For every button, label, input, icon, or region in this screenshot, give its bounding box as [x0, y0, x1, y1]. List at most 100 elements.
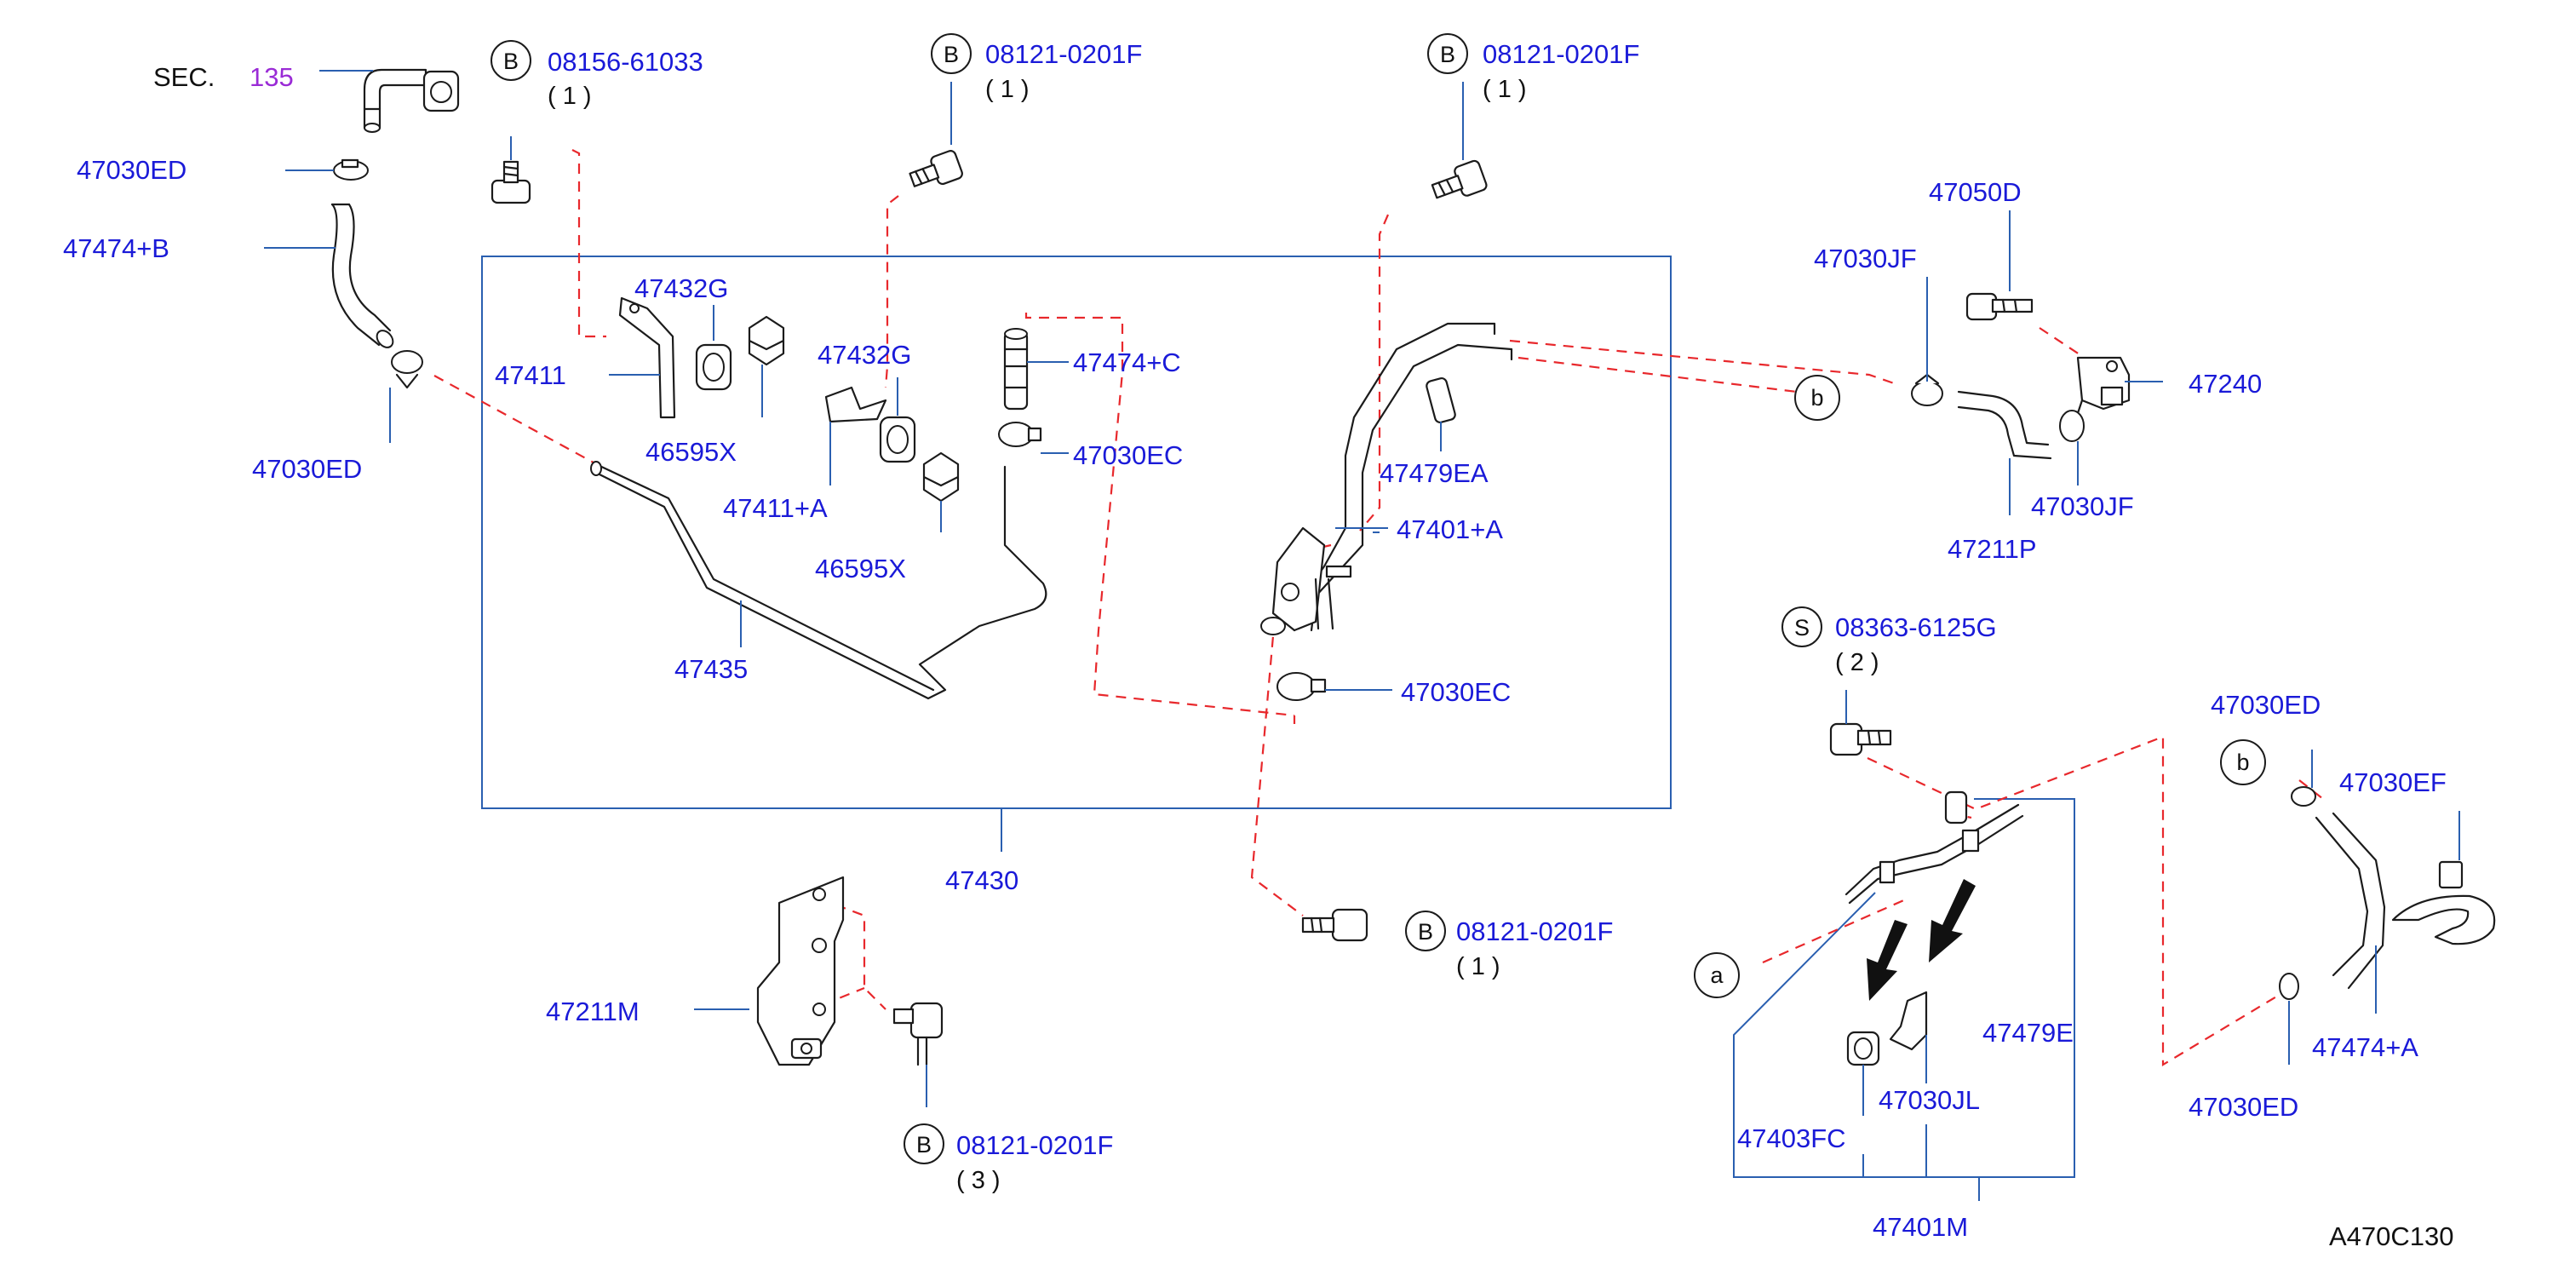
fitting-47474c-drawing — [1003, 328, 1029, 411]
part-label-47240[interactable]: 47240 — [2189, 369, 2262, 399]
bolt-qty-1: ( 1 ) — [548, 83, 592, 110]
tube-assembly-47401a-drawing — [1260, 322, 1513, 635]
bolt-badge-5: B — [904, 1123, 944, 1164]
part-label-47030ed-right-bottom[interactable]: 47030ED — [2189, 1092, 2298, 1122]
svg-text:B: B — [944, 42, 959, 67]
grommet-drawing — [695, 343, 732, 391]
part-label-47401a[interactable]: 47401+A — [1397, 514, 1503, 544]
part-label-47432g-1[interactable]: 47432G — [634, 273, 728, 303]
direction-arrows — [1867, 879, 1976, 1001]
part-label-47474c[interactable]: 47474+C — [1073, 348, 1181, 377]
clip-drawing — [748, 315, 785, 366]
bolt-drawing — [909, 150, 963, 187]
svg-text:B: B — [916, 1132, 932, 1158]
figure-id: A470C130 — [2329, 1221, 2454, 1251]
bolt-badge-2: B — [931, 33, 972, 74]
hose-47474b-drawing — [330, 203, 392, 347]
part-label-47474b[interactable]: 47474+B — [63, 233, 169, 263]
bolt-qty-4: ( 1 ) — [1456, 953, 1500, 980]
bolt-part-number-6[interactable]: 08363-6125G — [1835, 612, 1997, 642]
grommet-drawing — [879, 416, 916, 463]
bracket-47411a-drawing — [824, 386, 887, 423]
part-label-46595x-2[interactable]: 46595X — [815, 554, 906, 583]
bolt-drawing — [1431, 159, 1488, 199]
hose-clamp-drawing — [2059, 410, 2085, 442]
part-label-47403fc[interactable]: 47403FC — [1737, 1123, 1846, 1153]
part-label-47030jf-2[interactable]: 47030JF — [2031, 491, 2134, 521]
svg-text:b: b — [2236, 750, 2249, 775]
part-label-47411[interactable]: 47411 — [495, 360, 566, 390]
part-label-47030ef[interactable]: 47030EF — [2339, 767, 2447, 797]
part-label-47030jf-1[interactable]: 47030JF — [1814, 244, 1917, 273]
hose-clamp-drawing — [998, 422, 1042, 447]
section-ref-prefix: SEC. — [153, 62, 215, 92]
svg-text:b: b — [1810, 385, 1823, 411]
bolt-drawing — [491, 160, 531, 204]
bolt-qty-2: ( 1 ) — [985, 76, 1030, 103]
bolt-part-number-4[interactable]: 08121-0201F — [1456, 916, 1613, 946]
bolt-part-number-5[interactable]: 08121-0201F — [956, 1130, 1113, 1160]
bolt-badge-3: B — [1427, 33, 1468, 74]
hose-clamp-drawing — [391, 350, 423, 389]
part-label-47030ed-right-top[interactable]: 47030ED — [2211, 690, 2321, 720]
elbow-fitting-drawing — [363, 68, 460, 133]
hose-47211p-drawing — [1957, 390, 2052, 460]
bolt-drawing — [1829, 722, 1892, 756]
bolt-part-number-2[interactable]: 08121-0201F — [985, 39, 1142, 69]
part-label-47030ec-2[interactable]: 47030EC — [1401, 677, 1511, 707]
bolt-qty-6: ( 2 ) — [1835, 649, 1879, 676]
part-label-47211m[interactable]: 47211M — [546, 997, 640, 1026]
bolt-badge-6: S — [1781, 606, 1822, 647]
part-label-47479ea[interactable]: 47479EA — [1380, 458, 1489, 488]
assembly-47401M-box — [1733, 798, 2075, 1178]
hose-clamp-drawing — [333, 158, 369, 181]
part-label-47479e[interactable]: 47479E — [1982, 1018, 2074, 1048]
part-label-47474a[interactable]: 47474+A — [2312, 1032, 2418, 1062]
hose-47474a-drawing — [2315, 812, 2386, 990]
tube-47479ea-drawing — [1426, 376, 1456, 424]
clip-47030jl-drawing — [1889, 991, 1928, 1051]
pipe-47435-drawing — [594, 463, 1047, 700]
tube-47479e-drawing — [1845, 790, 2024, 905]
bracket-47411-drawing — [618, 296, 676, 419]
part-label-47030ec-1[interactable]: 47030EC — [1073, 440, 1183, 470]
hose-clamp-drawing — [2291, 786, 2316, 807]
grommet-drawing — [1846, 1031, 1880, 1066]
part-label-47050d[interactable]: 47050D — [1929, 177, 2022, 207]
assembly-47430-box — [481, 256, 1672, 809]
leader-lines — [264, 70, 2460, 1177]
bolt-part-number-1[interactable]: 08156-61033 — [548, 47, 703, 77]
part-label-46595x-1[interactable]: 46595X — [645, 437, 737, 467]
bolt-drawing — [1965, 292, 2034, 321]
bolt-qty-5: ( 3 ) — [956, 1167, 1001, 1194]
part-label-47432g-2[interactable]: 47432G — [818, 340, 911, 370]
part-label-47030jl[interactable]: 47030JL — [1879, 1085, 1980, 1115]
svg-text:B: B — [1418, 919, 1433, 945]
part-label-47030ed-mid[interactable]: 47030ED — [252, 454, 362, 484]
bolt-part-number-3[interactable]: 08121-0201F — [1483, 39, 1639, 69]
bolt-qty-3: ( 1 ) — [1483, 76, 1527, 103]
bracket-47211m-drawing — [756, 876, 845, 1066]
connector-b-1: b — [1794, 375, 1840, 421]
bolt-drawing — [1301, 908, 1368, 942]
clip-drawing — [922, 451, 960, 503]
clip-47030ef-drawing — [2391, 860, 2496, 945]
svg-text:B: B — [503, 49, 519, 74]
part-label-47430[interactable]: 47430 — [945, 865, 1018, 895]
connector-a-1: a — [1694, 952, 1740, 998]
part-label-47411a[interactable]: 47411+A — [723, 493, 828, 523]
valve-47240-drawing — [2076, 356, 2131, 415]
hose-clamp-drawing — [2279, 973, 2299, 1000]
part-label-47211p[interactable]: 47211P — [1948, 534, 2037, 564]
hose-clamp-drawing — [1277, 672, 1327, 701]
part-label-47401m[interactable]: 47401M — [1873, 1212, 1968, 1242]
section-ref-number[interactable]: 135 — [250, 62, 294, 92]
part-label-47435[interactable]: 47435 — [674, 654, 748, 684]
bolt-badge-1: B — [491, 40, 531, 81]
bolt-badge-4: B — [1405, 911, 1446, 951]
svg-text:B: B — [1440, 42, 1455, 67]
svg-text:S: S — [1794, 615, 1810, 641]
part-label-47030ed-top[interactable]: 47030ED — [77, 155, 186, 185]
connector-b-2: b — [2220, 739, 2266, 785]
